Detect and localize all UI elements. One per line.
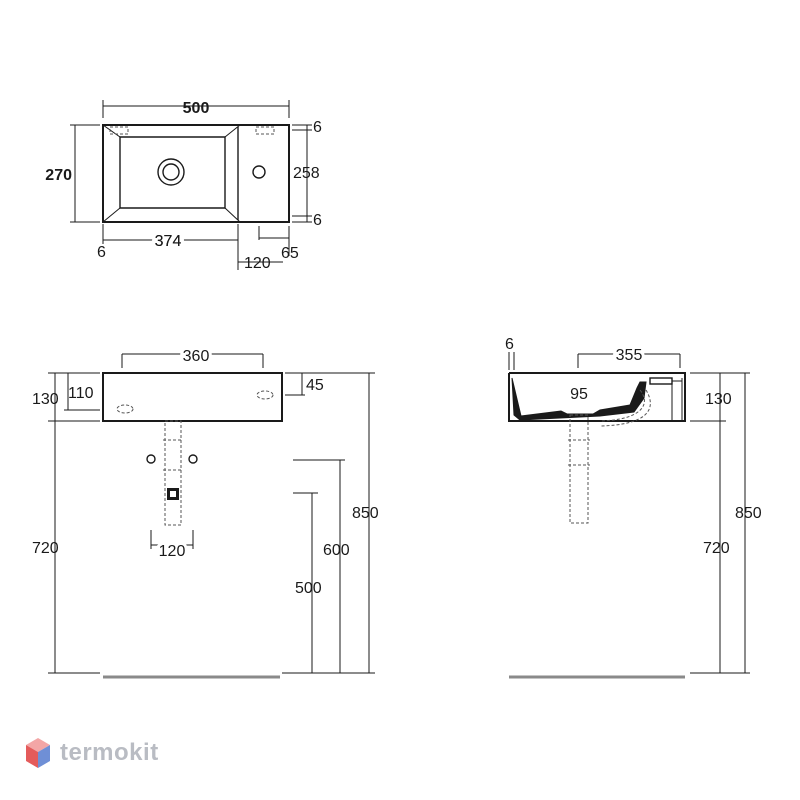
dim-110: 110 [68, 385, 94, 402]
basin-side-outline [508, 372, 686, 422]
brand-logo: termokit [24, 736, 159, 770]
dim-360: 360 [183, 348, 210, 365]
dim-6-bottom: 6 [313, 212, 322, 229]
dim-65: 65 [281, 245, 299, 262]
front-view: 360 130 110 720 45 120 500 600 850 [32, 345, 379, 679]
basin-outline-top [102, 124, 290, 223]
dim-500-front: 500 [295, 580, 322, 597]
dim-355: 355 [616, 347, 643, 364]
basin-bowl-top [119, 136, 226, 209]
svg-text:374: 374 [155, 233, 182, 250]
tap-hole [252, 165, 266, 179]
basin-section [511, 377, 647, 421]
basin-front [102, 372, 283, 422]
dim-130-side: 130 [705, 391, 732, 408]
dim-258: 258 [293, 165, 320, 182]
top-view: 500 270 6 258 6 6 374 374 120 65 [45, 100, 322, 272]
dim-95: 95 [570, 386, 588, 403]
dim-120-front: 120 [159, 543, 186, 560]
dim-850-side: 850 [735, 505, 762, 522]
dim-374: 374 [155, 233, 182, 250]
dim-720-front: 720 [32, 540, 59, 557]
drain-circle [157, 158, 185, 186]
brand-name: termokit [60, 739, 159, 766]
dim-120-top: 120 [244, 255, 271, 272]
dim-130-front: 130 [32, 391, 59, 408]
dim-500: 500 [183, 100, 210, 117]
cube-icon [26, 738, 50, 768]
dim-6-left: 6 [97, 244, 106, 261]
dim-270: 270 [45, 167, 72, 184]
dim-850-front: 850 [352, 505, 379, 522]
dim-600: 600 [323, 542, 350, 559]
dim-45: 45 [306, 377, 324, 394]
dim-6-top: 6 [313, 119, 322, 136]
dim-720-side: 720 [703, 540, 730, 557]
dim-6-side: 6 [505, 336, 514, 353]
side-view: 6 355 95 130 720 850 [505, 336, 762, 679]
